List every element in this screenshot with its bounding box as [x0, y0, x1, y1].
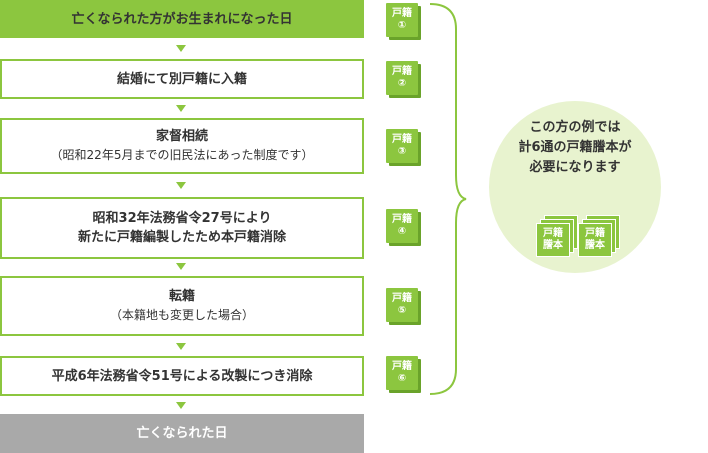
koseki-badge-6: 戸籍 ⑥	[386, 356, 418, 390]
step-sublabel: （昭和22年5月までの旧民法にあった制度です）	[50, 148, 314, 162]
badge-label: 戸籍	[392, 134, 412, 145]
doc-label: 戸籍	[585, 228, 605, 239]
step-inheritance: 家督相続 （昭和22年5月までの旧民法にあった制度です）	[0, 118, 364, 174]
badge-label: 戸籍	[392, 8, 412, 19]
badge-number: ③	[397, 146, 407, 157]
koseki-badge-4: 戸籍 ④	[386, 209, 418, 243]
koseki-badge-1: 戸籍 ①	[386, 3, 418, 37]
koseki-badge-2: 戸籍 ②	[386, 61, 418, 95]
step-label: 転籍	[168, 289, 195, 304]
down-arrow-icon	[176, 105, 186, 112]
step-marriage: 結婚にて別戸籍に入籍	[0, 59, 364, 99]
badge-label: 戸籍	[392, 293, 412, 304]
step-label: 家督相続	[155, 129, 208, 144]
document-stack-icon: 戸籍 謄本	[536, 215, 582, 259]
document-stack-icon: 戸籍 謄本	[578, 215, 624, 259]
down-arrow-icon	[176, 263, 186, 270]
down-arrow-icon	[176, 45, 186, 52]
step-label: 亡くなられた日	[136, 426, 228, 441]
down-arrow-icon	[176, 182, 186, 189]
doc-label: 謄本	[543, 240, 563, 251]
step-label: 結婚にて別戸籍に入籍	[116, 71, 247, 87]
summary-line: 必要になります	[529, 160, 621, 175]
step-label: 亡くなられた方がお生まれになった日	[71, 11, 293, 27]
summary-line: 計6通の戸籍謄本が	[518, 140, 632, 155]
down-arrow-icon	[176, 343, 186, 350]
curly-brace-icon	[429, 3, 467, 395]
badge-label: 戸籍	[392, 66, 412, 77]
badge-number: ④	[397, 226, 407, 237]
summary-text: この方の例では 計6通の戸籍謄本が 必要になります	[518, 118, 631, 178]
koseki-badge-5: 戸籍 ⑤	[386, 288, 418, 322]
badge-number: ②	[397, 78, 407, 89]
badge-label: 戸籍	[392, 214, 412, 225]
step-reorganization: 昭和32年法務省令27号により 新たに戸籍編製したため本戸籍消除	[0, 197, 364, 259]
summary-line: この方の例では	[529, 120, 621, 135]
badge-number: ⑥	[397, 373, 407, 384]
step-birth: 亡くなられた方がお生まれになった日	[0, 0, 364, 38]
step-label-line2: 新たに戸籍編製したため本戸籍消除	[77, 230, 286, 245]
summary-circle: この方の例では 計6通の戸籍謄本が 必要になります 戸籍 謄本 戸籍 謄本	[489, 101, 661, 273]
badge-number: ①	[397, 20, 407, 31]
badge-label: 戸籍	[392, 361, 412, 372]
step-transfer: 転籍 （本籍地も変更した場合）	[0, 276, 364, 336]
doc-label: 戸籍	[543, 228, 563, 239]
step-label: 昭和32年法務省令27号により	[92, 211, 272, 226]
step-sublabel: （本籍地も変更した場合）	[109, 308, 254, 322]
step-label: 平成6年法務省令51号による改製につき消除	[51, 368, 313, 384]
step-revision: 平成6年法務省令51号による改製につき消除	[0, 356, 364, 396]
down-arrow-icon	[176, 402, 186, 409]
step-death: 亡くなられた日	[0, 414, 364, 453]
badge-number: ⑤	[397, 305, 407, 316]
doc-label: 謄本	[585, 240, 605, 251]
koseki-badge-3: 戸籍 ③	[386, 129, 418, 163]
